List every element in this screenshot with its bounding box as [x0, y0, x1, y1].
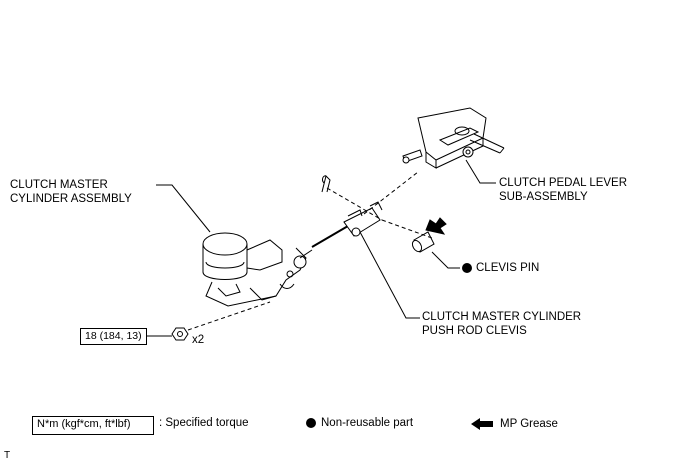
push-rod-clevis-label-line1: CLUTCH MASTER CYLINDER — [422, 311, 582, 323]
push-rod-clevis-label: CLUTCH MASTER CYLINDER PUSH ROD CLEVIS — [422, 310, 581, 338]
clevis-pin-drawing — [411, 231, 435, 253]
clevis-pin-label: CLEVIS PIN — [476, 262, 540, 274]
master-cylinder-label: CLUTCH MASTER CYLINDER ASSEMBLY — [10, 178, 132, 206]
pedal-lever-label: CLUTCH PEDAL LEVER SUB-ASSEMBLY — [499, 176, 627, 204]
nut-drawing — [171, 327, 189, 341]
torque-value-box: 18 (184, 13) — [80, 328, 147, 345]
pedal-lever-label-line2: SUB-ASSEMBLY — [499, 191, 588, 203]
legend-grease-text: MP Grease — [500, 418, 558, 430]
legend-non-reusable-text: Non-reusable part — [321, 417, 414, 429]
master-cylinder-drawing — [202, 232, 313, 307]
legend-torque-text: : Specified torque — [159, 417, 249, 429]
grease-arrow-icon — [425, 217, 447, 235]
legend-dot-icon — [306, 418, 316, 428]
legend-torque-box: N*m (kgf*cm, ft*lbf) — [32, 416, 154, 435]
legend-grease-arrow-icon — [471, 418, 493, 430]
clip-drawing — [321, 175, 331, 193]
corner-mark: T — [4, 450, 11, 461]
master-cylinder-label-line2: CYLINDER ASSEMBLY — [10, 193, 132, 205]
non-reusable-dot-icon — [462, 263, 472, 273]
pedal-lever-drawing — [402, 107, 505, 169]
push-rod-clevis-label-line2: PUSH ROD CLEVIS — [422, 325, 527, 337]
pedal-lever-label-line1: CLUTCH PEDAL LEVER — [499, 177, 628, 189]
torque-quantity: x2 — [192, 334, 205, 346]
master-cylinder-label-line1: CLUTCH MASTER — [10, 179, 108, 191]
push-rod-drawing — [311, 201, 383, 248]
